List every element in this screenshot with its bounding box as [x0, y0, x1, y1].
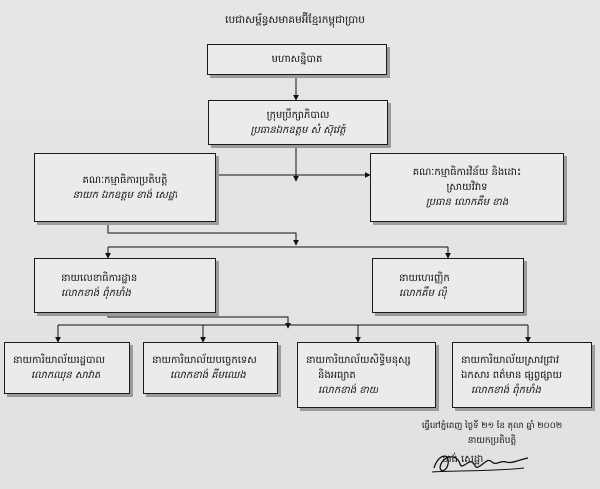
node-treasurer-line-2: លោកគឹម ល៉ី — [399, 287, 447, 299]
node-office-research: នាយការិយាល័យស្រាវជ្រាវ ឯកសារ ពត៌មាន ផ្សព… — [452, 342, 592, 408]
node-treasurer: នាយហេរញ្ញិក លោកគឹម ល៉ី — [372, 258, 524, 313]
node-office-tech-line-2: លោកខាង់ គីមឈេង — [170, 370, 246, 381]
node-office-technical: នាយការិយាល័យបច្ចេកទេស លោកខាង់ គីមឈេង — [143, 342, 278, 394]
node-office-research-line-1: នាយការិយាល័យស្រាវជ្រាវ — [461, 354, 559, 366]
node-office-research-line-3: លោកខាង់ ពុំកមាំង — [471, 384, 541, 396]
node-general-assembly: មហាសន្និបាត — [207, 44, 387, 75]
node-office-admin-line-1: នាយការិយាល័យរដ្ឋបាល — [13, 355, 106, 366]
node-office-hr-line-1: នាយការិយាល័យសិទ្ធិមនុស្ស — [306, 354, 411, 366]
node-general-assembly-line-1: មហាសន្និបាត — [271, 54, 323, 65]
node-office-tech-line-1: នាយការិយាល័យបច្ចេកទេស — [152, 355, 257, 366]
node-board-line-2: ប្រធានឯកឧត្តម សំ ស៊ុវេត្ថ៍ — [250, 124, 346, 136]
node-office-human-rights: នាយការិយាល័យសិទ្ធិមនុស្ស និងអធ្យាត លោកខា… — [297, 342, 436, 408]
node-office-admin-line-2: លោកឈុន សាវាត — [31, 370, 101, 381]
footer-date-line: ធ្វើនៅភ្នំពេញ ថ្ងៃទី ២១ ខែ តុលា ឆ្នាំ ២០… — [421, 421, 563, 431]
node-exec-line-2: នាយក ឯកឧត្តម ខាង់ សេដ្ឋា — [72, 189, 178, 201]
node-director-line-1: នាយលេខាធិការដ្ឋាន — [61, 272, 138, 284]
node-board-of-directors: ក្រុមប្រឹក្សាភិបាល ប្រធានឯកឧត្តម សំ ស៊ុវ… — [208, 100, 388, 145]
node-discipline-line-1: គណៈកម្មាធិការវិន័យ និងដោះ — [412, 167, 522, 178]
node-treasurer-line-1: នាយហេរញ្ញិក — [399, 272, 450, 284]
node-board-line-1: ក្រុមប្រឹក្សាភិបាល — [266, 109, 330, 121]
chart-title: បេជាសម្ព័ន្ធសមាគមអ៊ីខ្មែរកម្ពុជាប្រាប — [225, 14, 365, 26]
node-office-hr-line-3: លោកខាង់ ខាយ — [318, 384, 379, 396]
node-office-research-line-2: ឯកសារ ពត៌មាន ផ្សព្វផ្សាយ — [461, 369, 563, 381]
node-secretariat-director: នាយលេខាធិការដ្ឋាន លោកខាង់ ពុំកមាំង — [34, 258, 216, 313]
node-director-line-2: លោកខាង់ ពុំកមាំង — [61, 287, 131, 299]
node-office-administration: នាយការិយាល័យរដ្ឋបាល លោកឈុន សាវាត — [4, 342, 130, 394]
footer-signer-name: ខាង់ សេដ្ឋា — [442, 454, 484, 465]
footer-signature-block: ធ្វើនៅភ្នំពេញ ថ្ងៃទី ២១ ខែ តុលា ឆ្នាំ ២០… — [392, 421, 592, 467]
node-executive-committee: គណៈកម្មាធិការប្រតិបត្តិ នាយក ឯកឧត្តម ខាង… — [34, 153, 216, 222]
node-discipline-line-2: ស្រាយវិវាទ — [446, 182, 488, 193]
connector-director-down — [107, 313, 291, 329]
handwritten-signature — [431, 455, 529, 473]
node-exec-line-1: គណៈកម្មាធិការប្រតិបត្តិ — [82, 174, 168, 186]
node-office-hr-line-2: និងអធ្យាត — [318, 369, 356, 381]
footer-role: នាយកប្រតិបត្តិ — [467, 436, 517, 446]
node-discipline-line-3: ប្រធាន លោកគឹម ខាង — [425, 197, 509, 208]
node-discipline-committee: គណៈកម្មាធិការវិន័យ និងដោះ ស្រាយវិវាទ ប្រ… — [370, 153, 564, 222]
connector-exec-down — [107, 222, 299, 246]
